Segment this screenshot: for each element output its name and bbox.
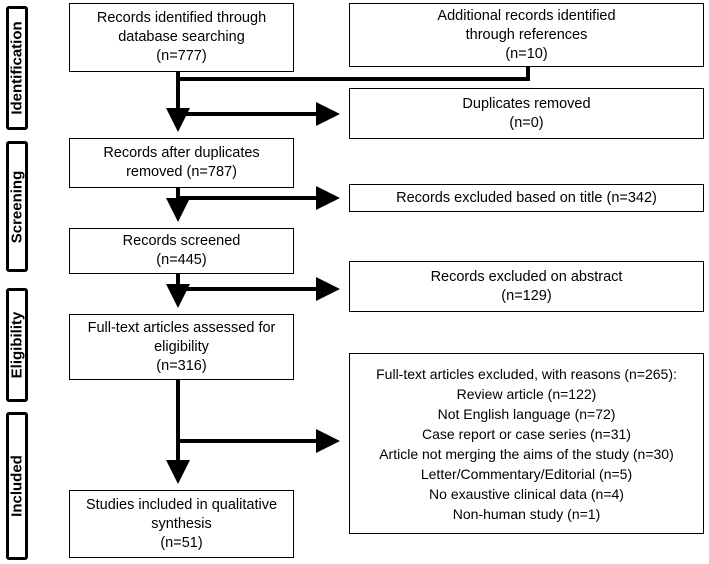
- box-excluded-abstract: Records excluded on abstract (n=129): [349, 261, 704, 312]
- phase-label-eligibility: Eligibility: [6, 288, 28, 402]
- box-database-search: Records identified through database sear…: [69, 3, 294, 72]
- box-additional-references: Additional records identified through re…: [349, 3, 704, 67]
- phase-label-included: Included: [6, 412, 28, 560]
- box-fulltext-assessed: Full-text articles assessed for eligibil…: [69, 314, 294, 380]
- box-records-screened: Records screened (n=445): [69, 228, 294, 274]
- box-studies-included: Studies included in qualitative synthesi…: [69, 490, 294, 558]
- box-duplicates-removed: Duplicates removed (n=0): [349, 88, 704, 139]
- box-excluded-title: Records excluded based on title (n=342): [349, 184, 704, 212]
- box-after-duplicates: Records after duplicates removed (n=787): [69, 138, 294, 188]
- phase-label-identification: Identification: [6, 6, 28, 130]
- phase-label-screening: Screening: [6, 141, 28, 272]
- merge-references-connector: [178, 67, 530, 81]
- box-fulltext-excluded: Full-text articles excluded, with reason…: [349, 353, 704, 534]
